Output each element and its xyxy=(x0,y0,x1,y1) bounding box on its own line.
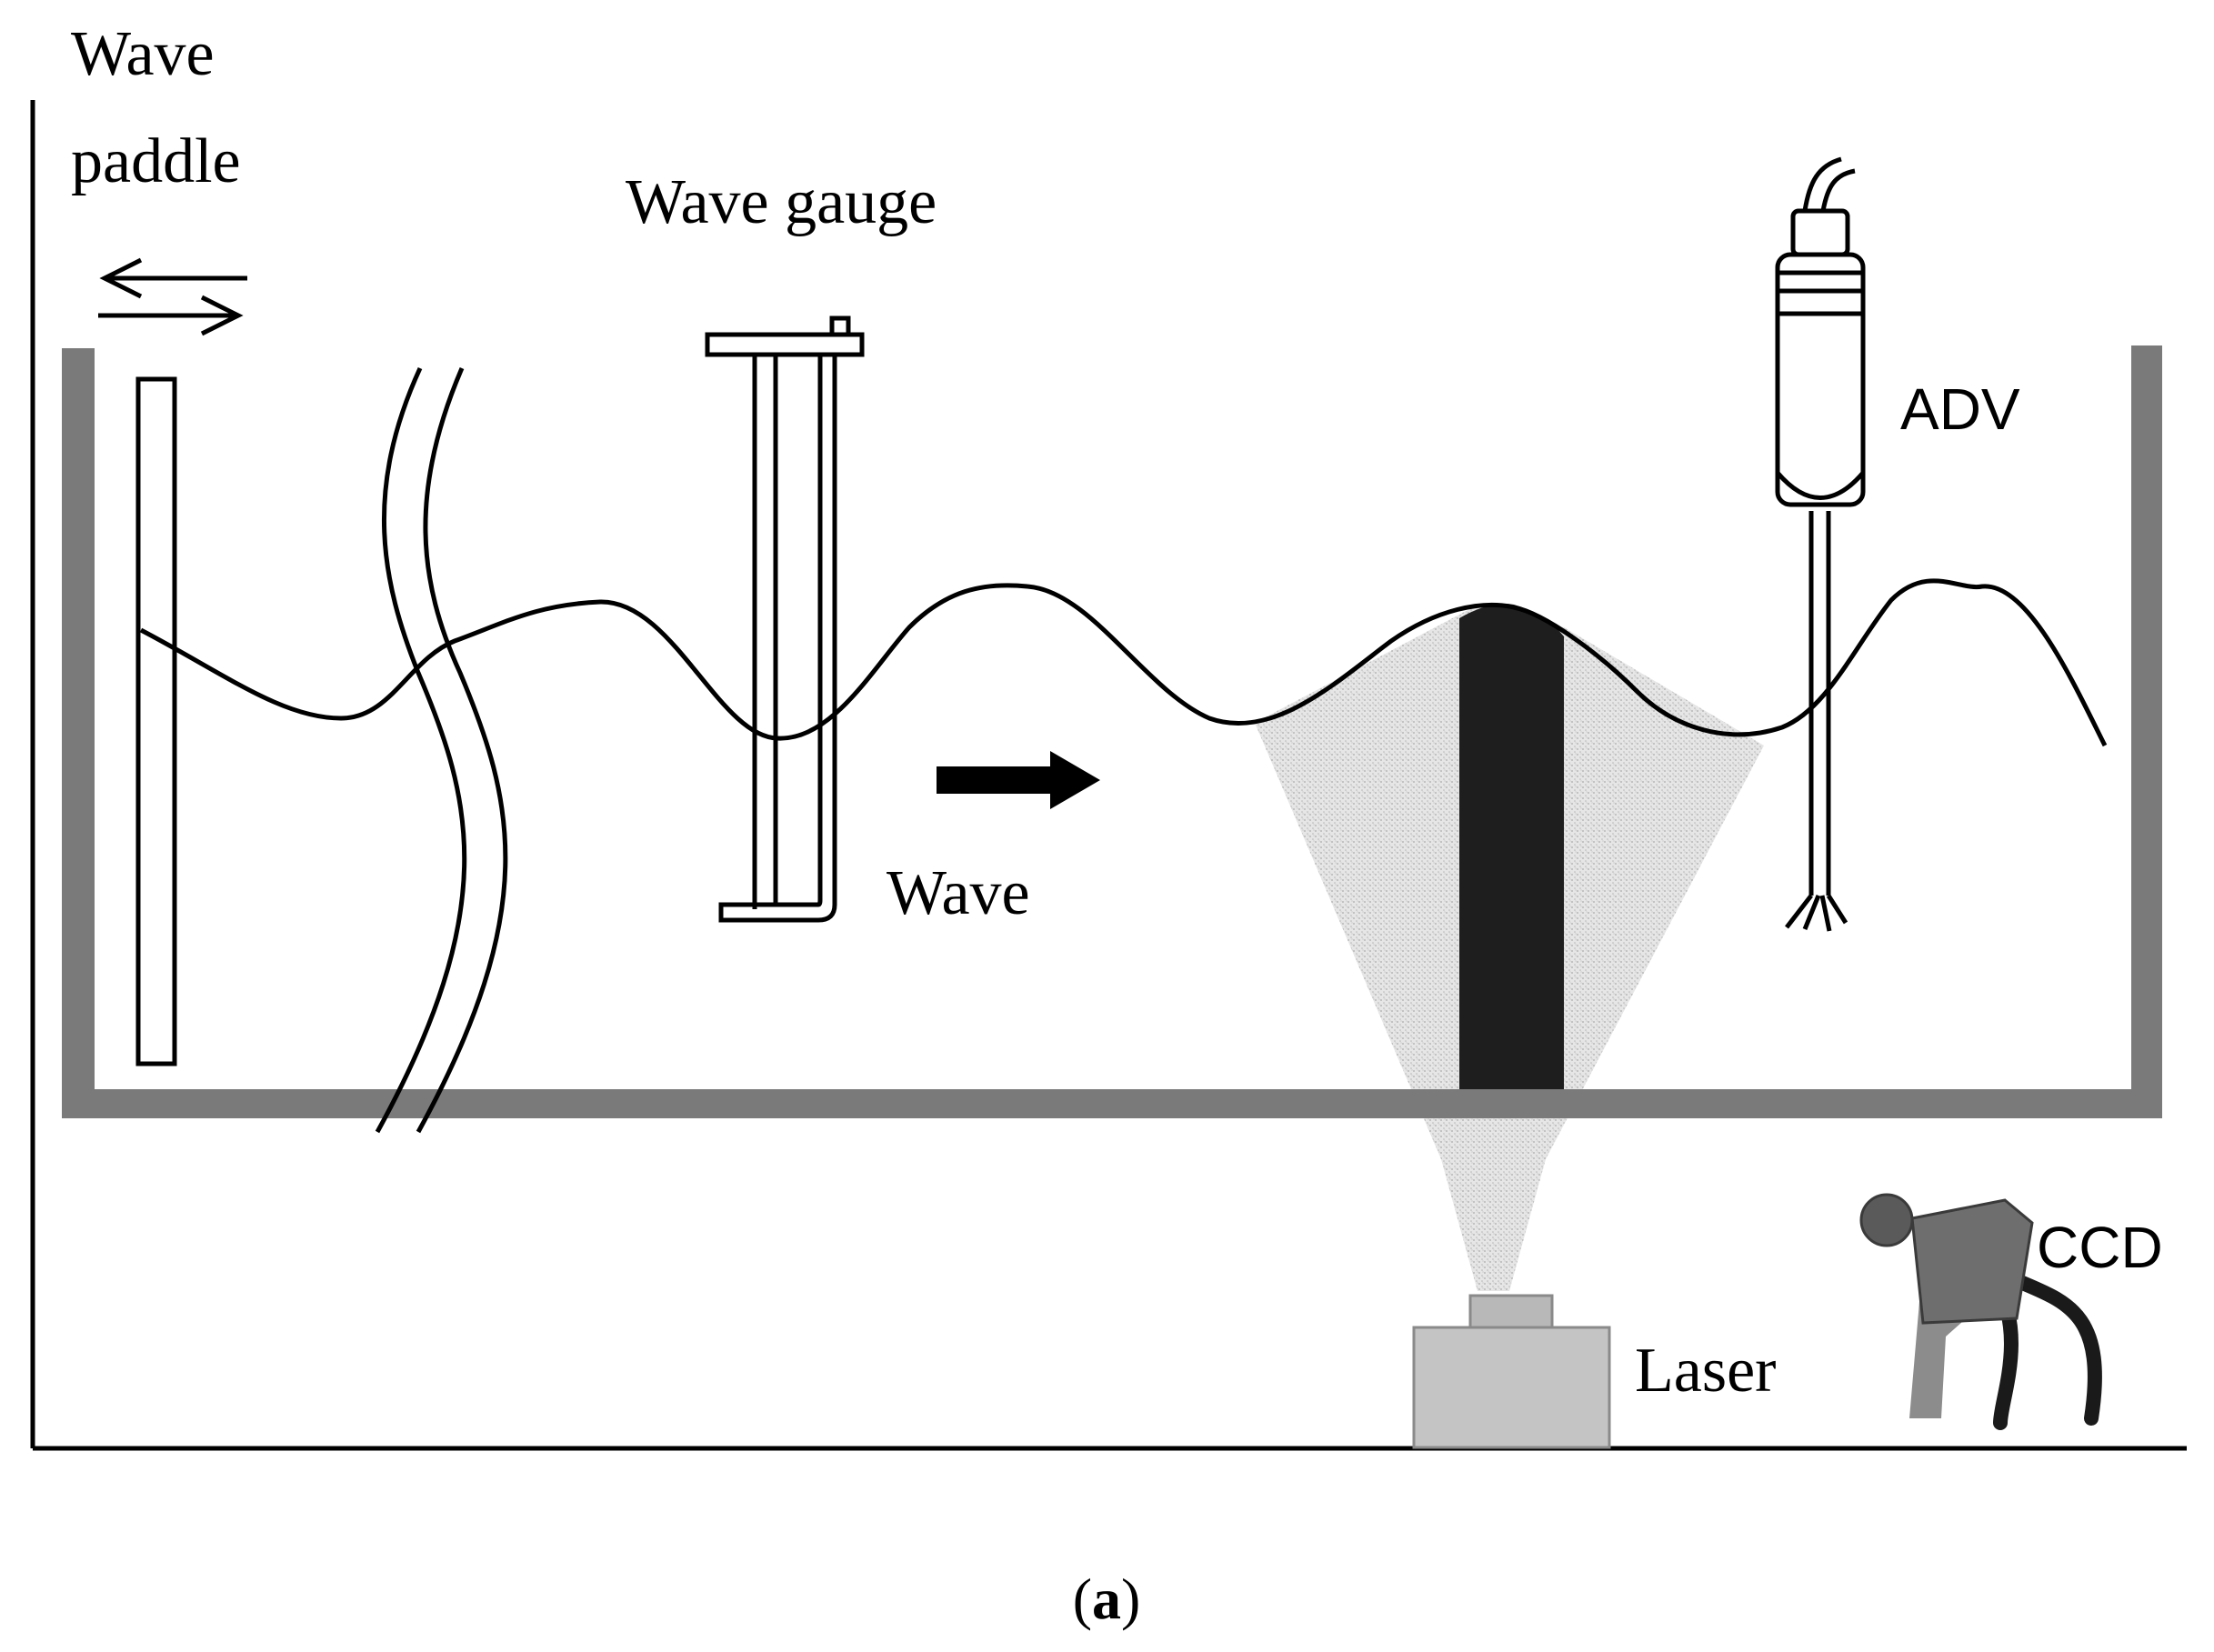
measurement-column xyxy=(1459,604,1564,1100)
adv-probe xyxy=(1775,156,1866,932)
break-lines xyxy=(375,366,508,1134)
ccd-camera xyxy=(1859,1193,2102,1430)
tank-left-wall xyxy=(62,348,95,1118)
frame-axes xyxy=(30,100,2187,1451)
adv-cable xyxy=(1802,156,1842,212)
caption-letter: a xyxy=(1092,1567,1121,1631)
ccd-body xyxy=(1910,1198,2034,1325)
label-wave: Wave xyxy=(887,858,1030,928)
adv-prongs xyxy=(1785,894,1848,932)
label-adv: ADV xyxy=(1900,376,2020,442)
label-wave-paddle-line1: Wave xyxy=(71,19,215,89)
laser-base xyxy=(1412,1326,1611,1449)
wave-tank xyxy=(62,345,2162,1118)
wave-gauge xyxy=(705,315,865,923)
paddle-motion-arrows-icon xyxy=(98,257,247,336)
water-surface-wave xyxy=(139,578,2108,747)
label-wave-paddle-line2: paddle xyxy=(71,126,241,196)
laser-device xyxy=(1412,1294,1611,1449)
tank-floor xyxy=(62,1089,2162,1118)
tank-right-wall xyxy=(2131,345,2162,1118)
label-ccd: CCD xyxy=(2037,1215,2163,1280)
adv-cable-inner xyxy=(1820,168,1856,212)
adv-body xyxy=(1775,252,1866,507)
wave-gauge-knob xyxy=(829,315,851,337)
wave-gauge-top-bar xyxy=(705,332,865,357)
figure-caption: (a) xyxy=(1073,1567,1141,1631)
caption-close: ) xyxy=(1121,1567,1140,1631)
label-wave-gauge: Wave gauge xyxy=(626,167,937,237)
adv-cap xyxy=(1790,208,1850,257)
wave-direction-arrow-icon xyxy=(937,751,1100,809)
caption-open: ( xyxy=(1073,1567,1092,1631)
wave-paddle xyxy=(135,376,177,1066)
label-laser: Laser xyxy=(1635,1336,1776,1406)
ccd-lens xyxy=(1859,1193,1914,1247)
